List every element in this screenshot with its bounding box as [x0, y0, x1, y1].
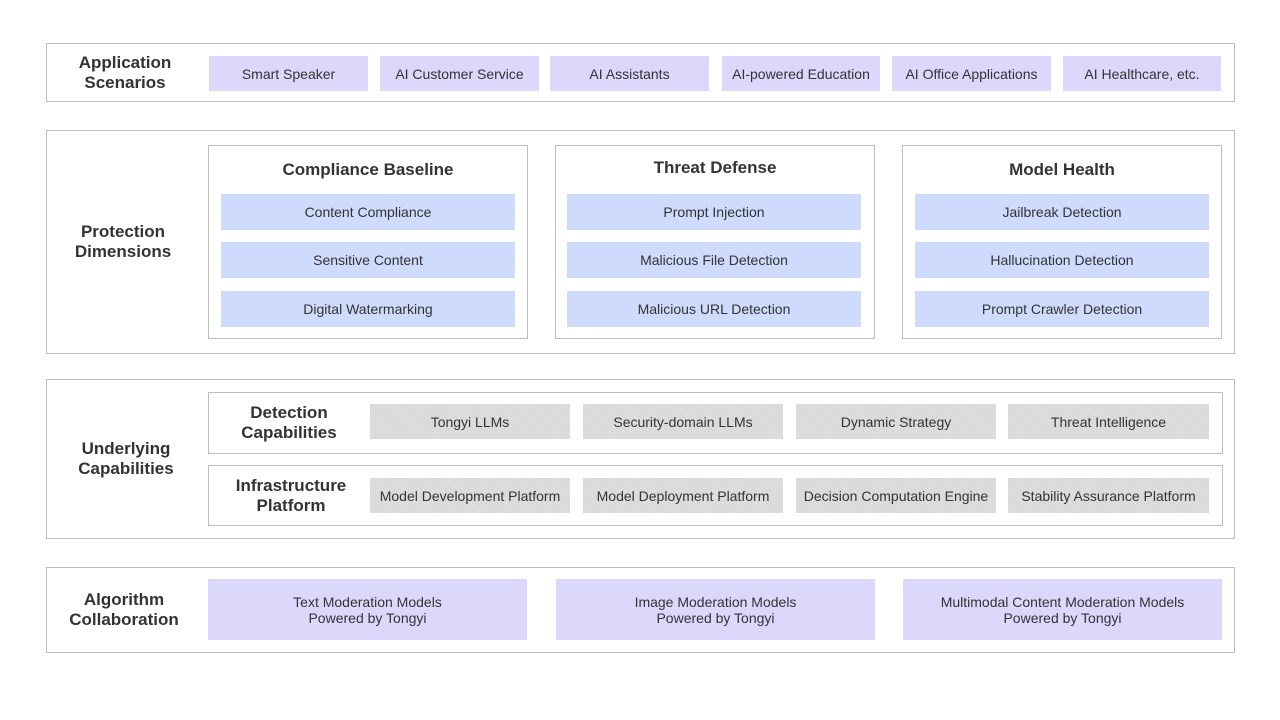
- panel-title-model-health: Model Health: [1009, 160, 1115, 179]
- scenario-ai-assistants: AI Assistants: [550, 56, 709, 91]
- application-scenarios-label: Application Scenarios: [78, 52, 172, 92]
- underlying-capabilities-label: Underlying Capabilities: [78, 439, 174, 478]
- infrastructure-platform-label: Infrastructure Platform: [235, 475, 347, 515]
- platform-model-development: Model Development Platform: [370, 478, 570, 513]
- item-sensitive-content: Sensitive Content: [221, 242, 515, 278]
- panel-title-threat-defense: Threat Defense: [653, 158, 777, 177]
- capability-security-domain-llms: Security-domain LLMs: [583, 404, 783, 439]
- capability-dynamic-strategy: Dynamic Strategy: [796, 404, 996, 439]
- platform-decision-computation: Decision Computation Engine: [796, 478, 996, 513]
- scenario-ai-customer-service: AI Customer Service: [380, 56, 539, 91]
- protection-dimensions-label: Protection Dimensions: [74, 222, 172, 261]
- algorithm-collaboration-label: Algorithm Collaboration: [69, 590, 179, 629]
- scenario-ai-office: AI Office Applications: [892, 56, 1051, 91]
- scenario-ai-healthcare: AI Healthcare, etc.: [1063, 56, 1221, 91]
- item-malicious-file-detection: Malicious File Detection: [567, 242, 861, 278]
- capability-threat-intelligence: Threat Intelligence: [1008, 404, 1209, 439]
- item-malicious-url-detection: Malicious URL Detection: [567, 291, 861, 327]
- panel-title-compliance-baseline: Compliance Baseline: [282, 160, 454, 179]
- panel-threat-defense: Threat Defense Prompt Injection Maliciou…: [555, 145, 875, 339]
- algorithm-multimodal-moderation: Multimodal Content Moderation Models Pow…: [903, 579, 1222, 640]
- platform-stability-assurance: Stability Assurance Platform: [1008, 478, 1209, 513]
- algorithm-image-moderation: Image Moderation Models Powered by Tongy…: [556, 579, 875, 640]
- item-prompt-injection: Prompt Injection: [567, 194, 861, 230]
- capability-tongyi-llms: Tongyi LLMs: [370, 404, 570, 439]
- scenario-ai-education: AI-powered Education: [722, 56, 880, 91]
- panel-compliance-baseline: Compliance Baseline Content Compliance S…: [208, 145, 528, 339]
- platform-model-deployment: Model Deployment Platform: [583, 478, 783, 513]
- algorithm-text-moderation: Text Moderation Models Powered by Tongyi: [208, 579, 527, 640]
- item-digital-watermarking: Digital Watermarking: [221, 291, 515, 327]
- panel-model-health: Model Health Jailbreak Detection Halluci…: [902, 145, 1222, 339]
- item-prompt-crawler-detection: Prompt Crawler Detection: [915, 291, 1209, 327]
- detection-capabilities-label: Detection Capabilities: [241, 403, 337, 442]
- item-hallucination-detection: Hallucination Detection: [915, 242, 1209, 278]
- item-content-compliance: Content Compliance: [221, 194, 515, 230]
- item-jailbreak-detection: Jailbreak Detection: [915, 194, 1209, 230]
- scenario-smart-speaker: Smart Speaker: [209, 56, 368, 91]
